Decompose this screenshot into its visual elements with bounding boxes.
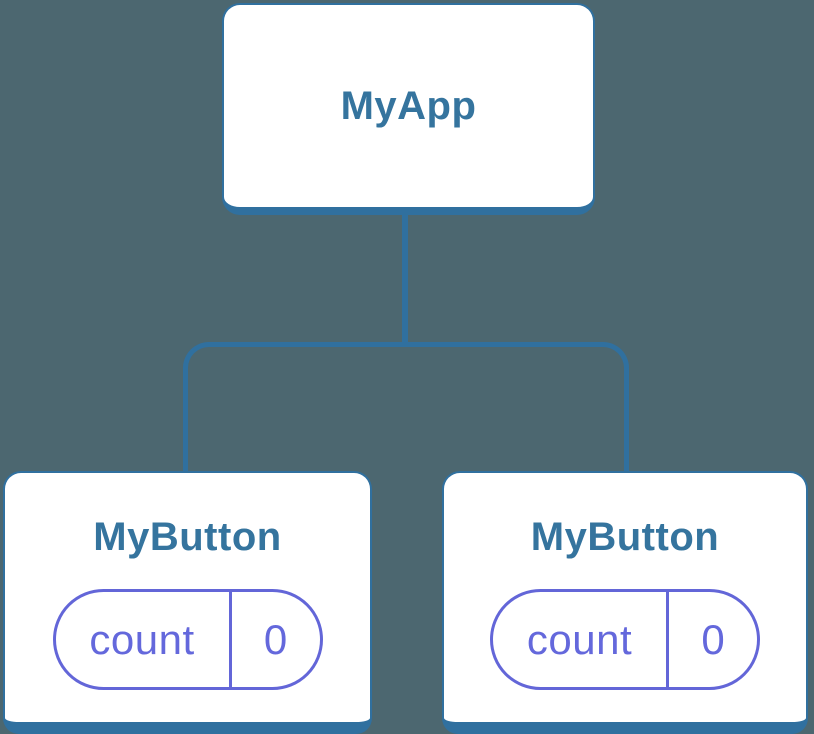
pill-divider-left <box>228 592 232 687</box>
node-myapp: MyApp <box>222 3 595 215</box>
state-pill-right: count 0 <box>490 589 760 690</box>
connector-stem <box>402 214 408 346</box>
node-mybutton-right: MyButton count 0 <box>442 471 808 734</box>
node-mybutton-left: MyButton count 0 <box>3 471 372 734</box>
node-myapp-label: MyApp <box>340 84 477 128</box>
node-mybutton-right-label: MyButton <box>530 515 720 559</box>
state-key-right: count <box>526 615 633 663</box>
state-value-left: 0 <box>263 615 288 663</box>
state-pill-left: count 0 <box>52 589 323 690</box>
node-mybutton-left-label: MyButton <box>93 515 282 559</box>
state-key-left: count <box>89 615 195 663</box>
connector-branch <box>183 342 629 472</box>
state-value-right: 0 <box>701 615 725 663</box>
pill-divider-right <box>666 592 669 687</box>
